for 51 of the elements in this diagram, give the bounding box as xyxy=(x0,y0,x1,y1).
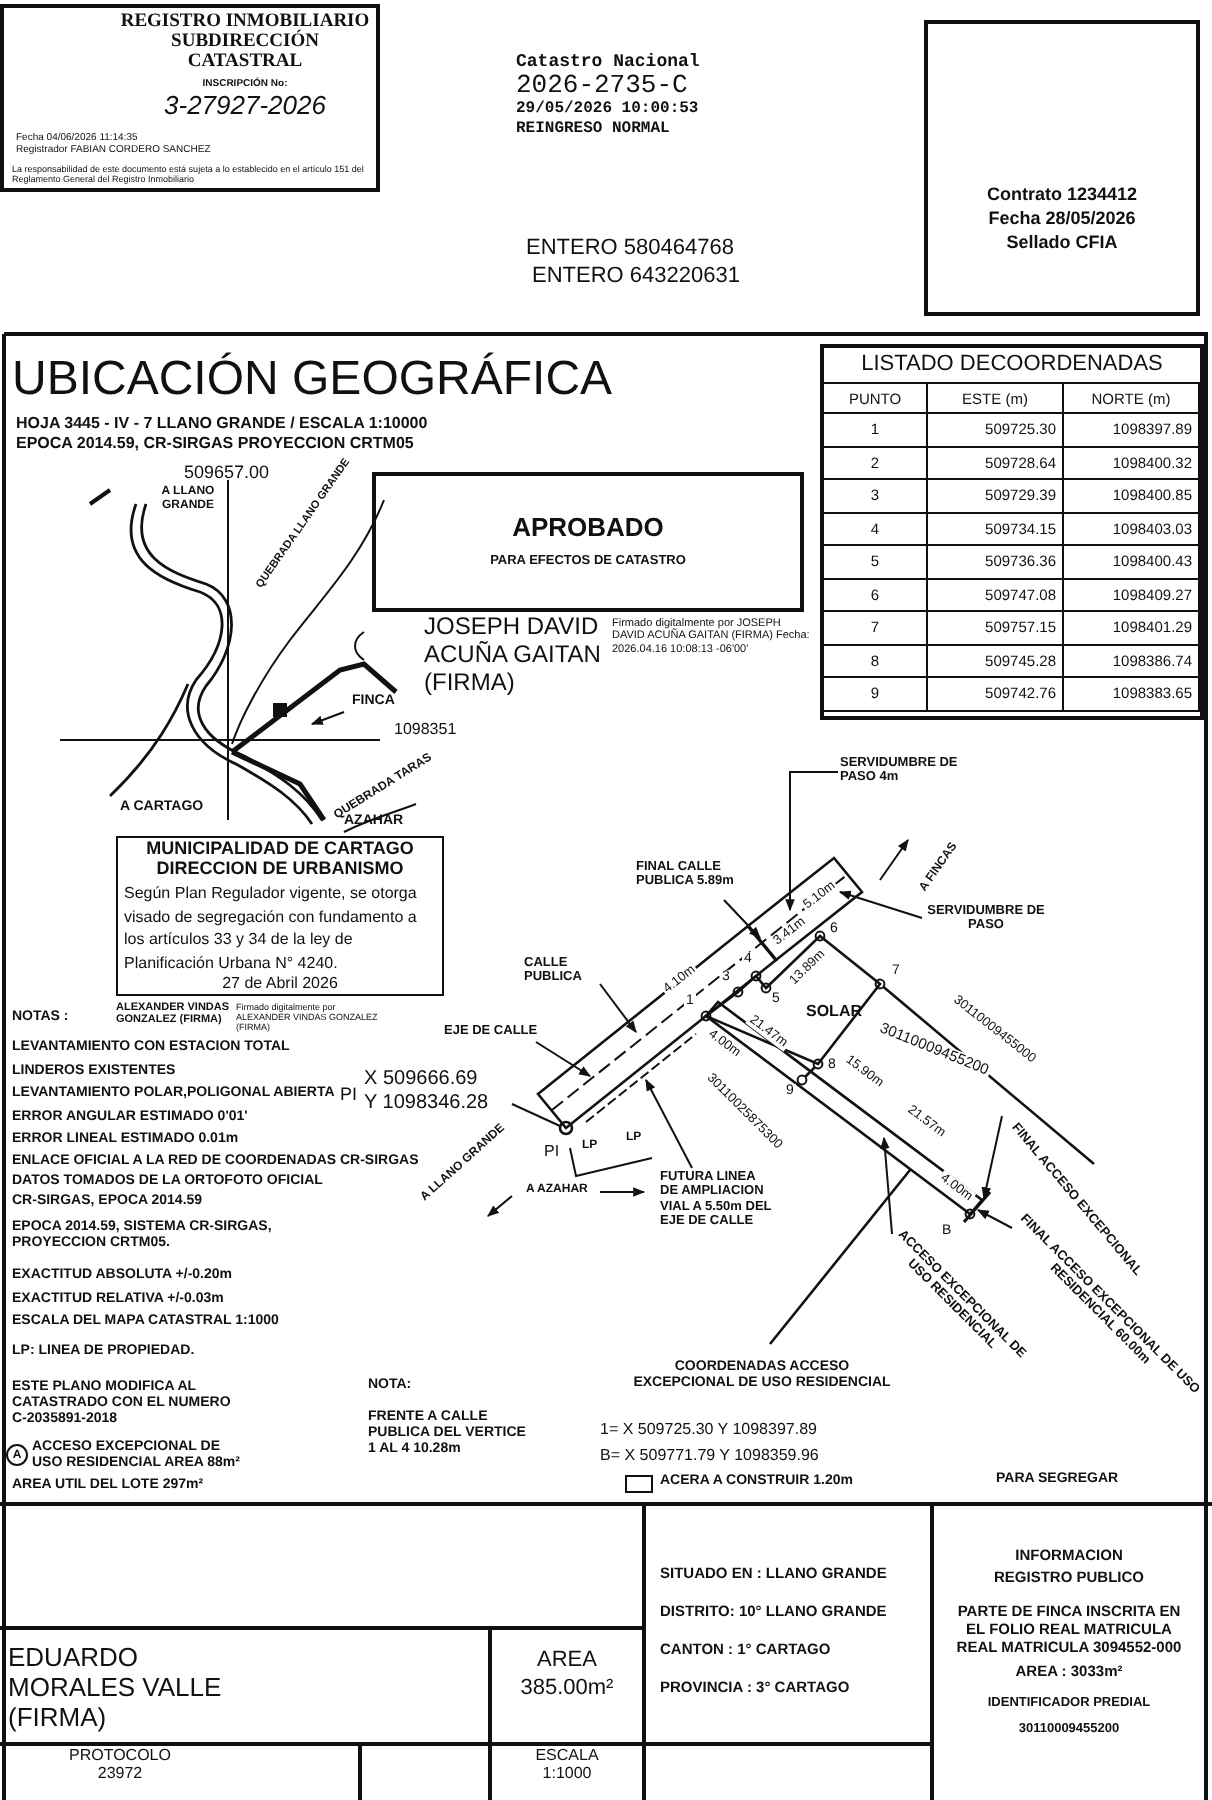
future-road-line xyxy=(585,1033,697,1123)
stamp-heading: APROBADO xyxy=(510,512,666,542)
municipal-approval-box xyxy=(116,836,444,996)
stamp-text: 2026-2735-C xyxy=(516,72,688,100)
coordinates-table xyxy=(820,344,1204,720)
protocol-number: 23972 xyxy=(95,1764,145,1782)
approval-text: Según Plan Regulador vigente, se otorga visado de segregación con fundamento a los artículos 33 y 34 de la ley de Planificación Urbana N° 4240. xyxy=(124,882,419,975)
seal-text: Contrato 1234412 xyxy=(984,184,1140,204)
reference-number: ENTERO 580464768 xyxy=(526,236,734,262)
coordinate-text: X 509666.69 xyxy=(364,1068,478,1090)
approval-stamp xyxy=(372,472,804,612)
point-label: PI xyxy=(340,1084,358,1104)
signature-name: JOSEPH DAVID ACUÑA GAITAN (FIRMA) xyxy=(424,614,603,697)
scale-value: 1:1000 xyxy=(540,1764,594,1782)
registration-number: 3-27927-2026 xyxy=(162,90,328,120)
table-title: LISTADO DECOORDENADAS xyxy=(859,350,1165,380)
leader-line xyxy=(645,1078,693,1169)
leader-line xyxy=(723,899,761,939)
plan-label: PI xyxy=(542,1142,562,1161)
leader-line xyxy=(785,771,839,912)
coordinate-text: 1= X 509725.30 Y 1098397.89 xyxy=(600,1420,817,1439)
leader-line xyxy=(880,1136,893,1235)
box-heading: MUNICIPALIDAD DE CARTAGO DIRECCION DE URBANISMO xyxy=(144,838,416,878)
stamp-text: REINGRESO NORMAL xyxy=(516,120,670,139)
stamp-text: 29/05/2026 10:00:53 xyxy=(516,100,699,119)
area-value: 385.00m² xyxy=(518,1676,616,1700)
leader-line xyxy=(511,1103,561,1127)
section-heading: UBICACIÓN GEOGRÁFICA xyxy=(12,352,613,408)
signature-name: EDUARDO MORALES VALLE (FIRMA) xyxy=(8,1644,224,1734)
leader-line xyxy=(976,1209,1013,1229)
reference-number: ENTERO 643220631 xyxy=(532,264,740,290)
field-heading: ESCALA xyxy=(533,1746,601,1764)
map-info-text: EPOCA 2014.59, CR-SIRGAS PROYECCION CRTM05 xyxy=(16,434,414,453)
survey-point-marker xyxy=(558,1120,574,1136)
date-text: 27 de Abril 2026 xyxy=(220,974,340,993)
seal-text: Sellado CFIA xyxy=(1004,232,1120,252)
stamp-heading: REGISTRO INMOBILIARIO SUBDIRECCIÓN CATASTRAL xyxy=(118,12,372,72)
seal-box xyxy=(924,20,1200,316)
field-heading: PROTOCOLO xyxy=(67,1746,173,1764)
registry-stamp xyxy=(0,4,380,192)
coordinate-text: B= X 509771.79 Y 1098359.96 xyxy=(600,1446,819,1465)
map-info-text: HOJA 3445 - IV - 7 LLANO GRANDE / ESCALA 1:10000 xyxy=(16,414,428,433)
seal-text: Fecha 28/05/2026 xyxy=(986,208,1138,228)
leader-line xyxy=(599,983,637,1033)
leader-line xyxy=(535,1041,591,1077)
leader-line xyxy=(838,890,923,919)
leader-line xyxy=(981,1115,1003,1200)
coordinate-label: 1098351 xyxy=(394,720,457,739)
field-heading: AREA xyxy=(535,1648,599,1672)
stamp-text: Catastro Nacional xyxy=(516,52,700,73)
coordinate-text: Y 1098346.28 xyxy=(364,1092,489,1114)
